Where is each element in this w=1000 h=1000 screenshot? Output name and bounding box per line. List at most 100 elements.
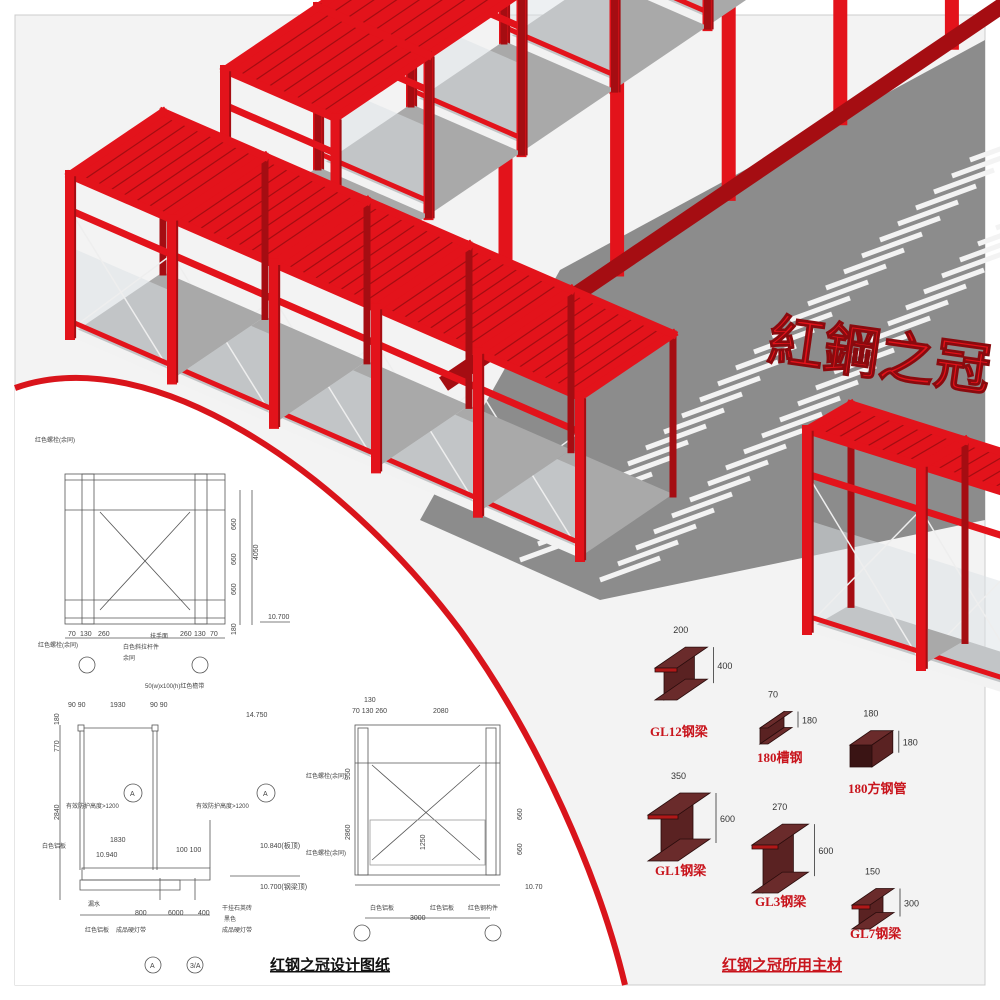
cad-dim: 2860 <box>345 824 352 840</box>
bottom-beam <box>474 495 584 547</box>
roof-slat <box>307 42 402 107</box>
top-beam <box>259 151 373 207</box>
cad-dim: 130 <box>194 631 206 638</box>
shadow-stripe <box>681 391 743 419</box>
roof-slat <box>464 283 560 348</box>
cad-dim: 180 <box>231 623 238 635</box>
cad-label: 红色螺栓(余同) <box>38 641 78 649</box>
width-dimension: 150 <box>865 867 880 877</box>
cad-dim: 6000 <box>168 910 184 917</box>
cad-dim: 260 <box>180 631 192 638</box>
shadow-stripe <box>761 411 823 439</box>
drawing-panel <box>15 377 625 986</box>
shadow-stripe <box>933 167 995 195</box>
cad-dim: 660 <box>231 553 238 565</box>
roof-slat <box>834 412 881 440</box>
cad-dim: 70 <box>68 631 76 638</box>
shadow-stripe <box>969 146 1000 163</box>
cad-label: 红色铝板 <box>430 904 454 912</box>
beam-face <box>851 904 871 910</box>
glass-railing <box>70 247 172 372</box>
shadow-stripe <box>851 331 913 359</box>
shadow-stripe <box>861 231 923 259</box>
cad-dim: 660 <box>517 808 524 820</box>
top-beam <box>801 398 857 436</box>
height-dimension: 600 <box>818 846 833 856</box>
top-beam <box>915 434 971 472</box>
roof-slat <box>251 18 347 83</box>
mid-beam <box>220 100 341 158</box>
cad-label: 成品硬灯带 <box>222 926 252 934</box>
shadow-stripe <box>879 215 941 243</box>
red-arc-divider <box>13 375 628 986</box>
cad-label: 红色铝板 <box>85 926 109 934</box>
cad-elevation: 红色螺栓(余同) 红色螺栓(余同) 扶手面 白色斜拉杆件 余同 4050 10.… <box>35 436 290 674</box>
beam-face <box>871 729 894 768</box>
roof-slat <box>336 227 432 293</box>
cad-label: 白色铝板 <box>42 842 66 850</box>
top-beam <box>166 150 271 225</box>
white-cladding <box>915 656 1000 692</box>
white-cladding <box>166 369 280 426</box>
roof-slat <box>222 177 317 243</box>
white-cladding <box>801 620 927 668</box>
top-beam <box>157 106 271 162</box>
cad-dim: 260 <box>98 631 110 638</box>
cad-label: 黑色 <box>224 915 236 923</box>
roof-slat <box>400 0 466 44</box>
cad-label: 红色螺栓(余同) <box>306 849 346 857</box>
beam-face <box>653 678 709 701</box>
roof-slat <box>132 138 228 204</box>
shadow-stripe <box>977 233 1000 247</box>
top-beam <box>370 302 484 358</box>
height-dimension: 600 <box>720 814 735 824</box>
cad-section-a: 50(w)x100(h)红色檐带 90 90 1930 90 90 14.750… <box>42 682 307 974</box>
height-dimension: 180 <box>802 716 817 726</box>
shadow-stripe <box>815 363 877 391</box>
roof-slat <box>279 30 375 95</box>
roof-slat <box>863 421 909 449</box>
cad-dim: 4050 <box>253 544 260 560</box>
shadow-stripe <box>833 347 895 375</box>
top-beam <box>422 0 517 61</box>
shadow-stripe <box>627 439 689 467</box>
shadow-stripe <box>779 395 841 423</box>
roof-slat <box>413 261 509 326</box>
shadow-stripe <box>905 283 967 311</box>
cad-dim: 950 <box>345 768 352 780</box>
mid-beam <box>916 505 1000 539</box>
white-tie-rod <box>73 215 169 369</box>
top-beam <box>959 435 1000 456</box>
material-label: GL1钢梁 <box>655 863 707 878</box>
roof-slat <box>330 0 353 14</box>
cad-label: 成品硬灯带 <box>116 926 146 934</box>
shadow-stripe <box>825 263 887 291</box>
shadow-stripe <box>797 379 859 407</box>
cad-dim: 800 <box>135 910 147 917</box>
roof-slat <box>877 426 924 454</box>
bottom-beam <box>917 648 1000 680</box>
beam-face <box>751 844 779 850</box>
shadow-stripe <box>789 295 851 323</box>
bottom-beam <box>168 362 278 414</box>
roof-slat <box>120 133 215 199</box>
mid-beam <box>473 383 585 437</box>
roof-slat <box>196 166 292 232</box>
mid-beam <box>269 294 381 349</box>
cad-dim: 1250 <box>420 834 427 850</box>
white-cladding <box>64 325 178 382</box>
cad-label: 红色螺栓(余同) <box>306 772 346 780</box>
roof-slat <box>400 255 496 321</box>
roof-slat <box>977 470 1000 485</box>
red-steel-frame-detail-model <box>801 398 1000 692</box>
height-dimension: 300 <box>904 899 919 909</box>
cad-level: 10.840(板顶) <box>260 841 300 850</box>
cad-dim: 3000 <box>410 915 426 922</box>
white-tie-rod <box>924 516 1000 642</box>
cad-label: 红色钢构件 <box>468 904 498 912</box>
shadow-stripe <box>725 443 787 471</box>
shadow-stripe <box>689 475 751 503</box>
shadow-stripe <box>617 539 679 567</box>
width-dimension: 350 <box>671 771 686 781</box>
roof-slat <box>320 48 416 113</box>
